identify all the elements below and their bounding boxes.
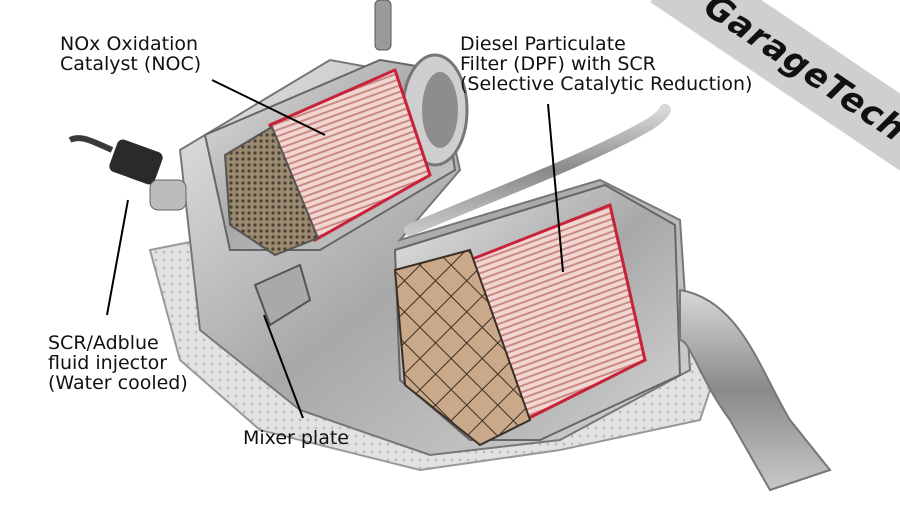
scr-label-line3: (Water cooled): [48, 372, 188, 394]
dpf-label-line3: (Selective Catalytic Reduction): [460, 73, 753, 95]
scr-injector: [109, 139, 163, 185]
connecting-pipe: [404, 104, 671, 236]
noc-inlet-opening: [422, 72, 458, 148]
sensor-probe: [374, 0, 392, 51]
noc-honeycomb-face: [223, 125, 320, 257]
dpf-label: Diesel Particulate Filter (DPF) with SCR…: [460, 34, 752, 94]
dpf-leader-line: [547, 103, 564, 273]
noc-label-line1: NOx Oxidation: [60, 33, 199, 55]
noc-label: NOx Oxidation Catalyst (NOC): [60, 34, 201, 74]
dpf-grid-face: [393, 248, 532, 447]
outlet-pipe: [679, 288, 832, 492]
noc-leader-line: [211, 79, 326, 136]
scr-label-line1: SCR/Adblue: [48, 332, 159, 354]
dpf-label-line1: Diesel Particulate: [460, 33, 626, 55]
scr-label-line2: fluid injector: [48, 352, 168, 374]
mixer-leader-line: [263, 314, 304, 419]
scr-injector-label: SCR/Adblue fluid injector (Water cooled): [48, 333, 188, 393]
mixer-plate: [253, 263, 312, 327]
mixer-plate-label: Mixer plate: [243, 428, 349, 448]
dpf-label-line2: Filter (DPF) with SCR: [460, 53, 656, 75]
mixer-label-line1: Mixer plate: [243, 427, 349, 449]
scr-leader-line: [106, 199, 129, 316]
noc-label-line2: Catalyst (NOC): [60, 53, 202, 75]
injector-hose: [68, 135, 114, 153]
injector-fitting: [149, 179, 187, 211]
